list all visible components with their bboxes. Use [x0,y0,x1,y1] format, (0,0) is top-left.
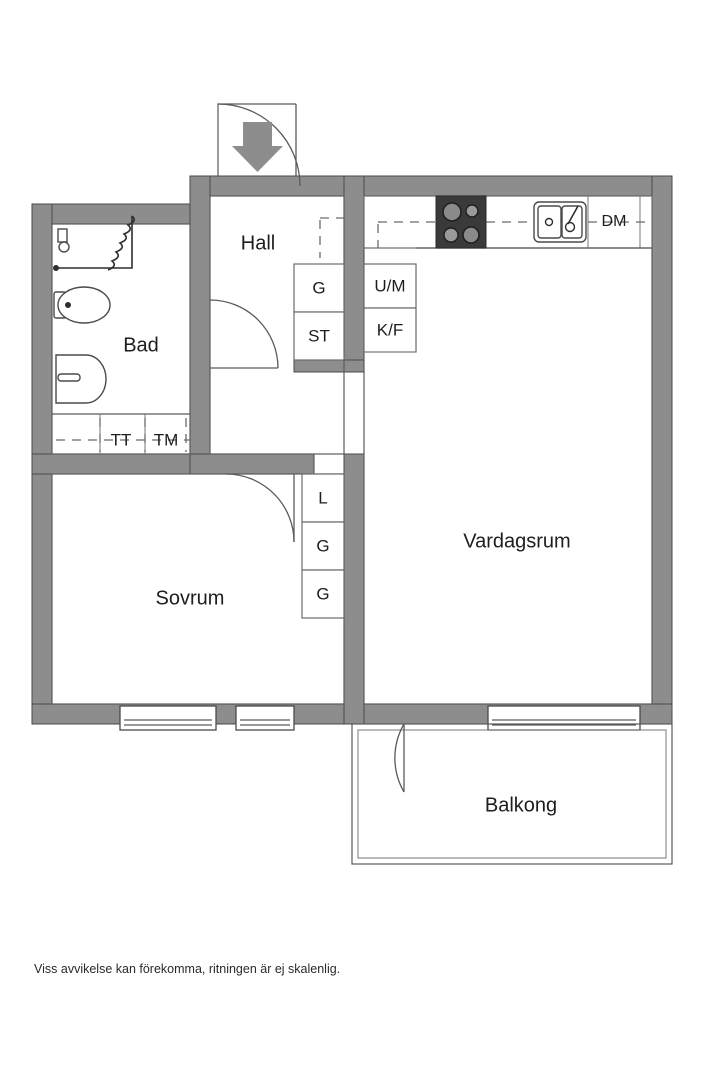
unit-kitchen-kf[interactable] [363,307,417,353]
toilet-icon [57,286,111,324]
closet-sovrum-l[interactable] [301,473,345,523]
window-living-balcony [487,705,641,731]
room-label-hall: Hall [241,232,275,254]
window-bedroom-left [119,705,217,731]
basin-tap-icon [57,373,81,382]
stove-burner-4 [462,226,480,244]
room-label-balkong: Balkong [485,794,557,816]
balcony-outline-inner [357,729,667,859]
entrance-arrow-icon [232,122,283,172]
wall-top [189,175,673,197]
wall-bath-bedroom [31,453,211,475]
wall-hall-kitchen [343,175,365,373]
unit-label-um: U/M [374,276,405,295]
closet-label-st: ST [308,326,330,345]
wall-bath-top [31,203,211,225]
washbasin-icon [55,354,107,404]
sink-tap-base [564,221,576,233]
stove-burner-1 [442,202,462,222]
appliance-label-tm: TM [154,430,179,449]
bathroom-door-group[interactable] [209,299,279,369]
closet-label-g: G [312,278,325,297]
stove-burner-2 [465,204,479,218]
room-label-sovrum: Sovrum [156,587,225,609]
shower-head-icon [58,241,70,253]
kitchen-tall-units: U/M K/F [363,263,417,353]
unit-label-kf: K/F [377,320,403,339]
closet-label-g1: G [316,536,329,555]
sink-bowl-left [537,205,562,239]
sink-drain-icon [544,217,554,227]
shower-enclosure [55,216,133,269]
closet-label-g2: G [316,584,329,603]
closet-sovrum-g2[interactable] [301,569,345,619]
entrance-door-arc[interactable] [217,103,301,187]
hall-closets: G ST [293,217,345,361]
sink-tap-icon [567,205,579,225]
closet-hall-g[interactable] [293,263,345,313]
outline-bad [51,223,191,455]
bathroom-door-arc[interactable] [209,299,279,369]
windows-group [119,705,641,731]
closet-hall-st[interactable] [293,311,345,361]
room-labels: Hall Bad Sovrum Vardagsrum Balkong [123,232,571,816]
appliance-label-dm: DM [602,213,627,230]
wall-hall-bottom [189,453,315,475]
closet-label-l: L [318,488,327,507]
toilet-flush-icon [65,302,71,308]
balcony-door-arc[interactable] [394,723,405,793]
shower-curtain-icon [107,215,136,271]
sink-bowl-right [561,205,583,239]
stove-icon [435,195,487,249]
stove-burner-3 [443,227,459,243]
wall-bedroom-living [343,453,365,725]
bedroom-door-group[interactable] [225,473,295,543]
wall-closet-base [293,359,365,373]
disclaimer-caption: Viss avvikelse kan förekomma, ritningen … [34,962,340,976]
wall-bath-hall [189,175,211,467]
bedroom-door-arc[interactable] [225,473,295,543]
balcony-group [351,723,673,865]
window-bedroom-right [235,705,295,731]
laundry-group: TT TM [56,414,190,454]
room-label-vardagsrum: Vardagsrum [463,530,570,552]
bedroom-closets: L G G [301,473,345,619]
balcony-outline-outer [351,723,673,865]
entrance-group [217,103,301,187]
closet-sovrum-g1[interactable] [301,521,345,571]
shower-drain-icon [53,265,59,271]
room-label-bad: Bad [123,334,159,356]
kitchen-counter: DM [363,195,653,249]
appliance-label-tt: TT [111,430,132,449]
wall-right-exterior [651,175,673,725]
shower-mixer-icon [57,228,68,243]
bathroom-fixtures [53,215,136,404]
walls-group [31,175,673,725]
